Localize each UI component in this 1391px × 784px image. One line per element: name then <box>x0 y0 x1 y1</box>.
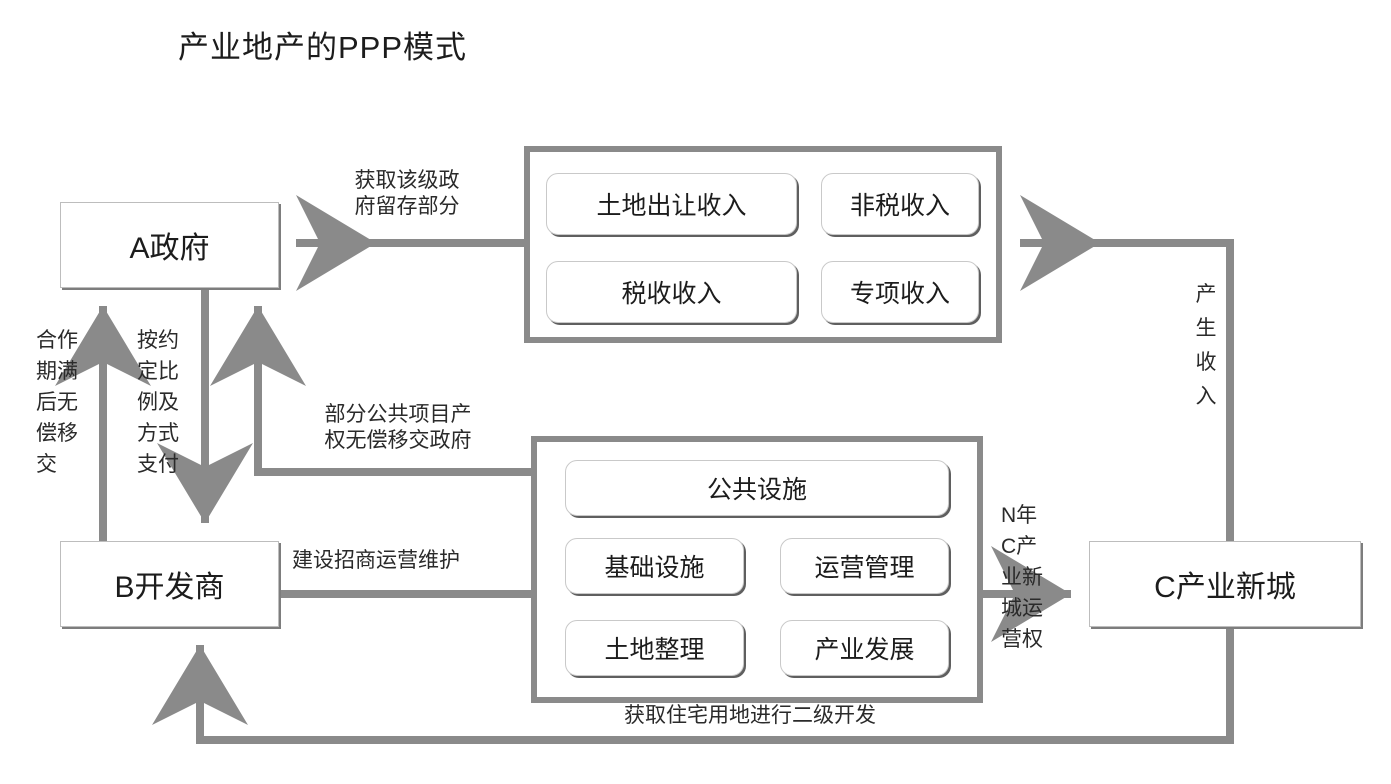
edge-label-n-year-operating-right: N年 C产 业新 城运 营权 <box>1001 504 1043 651</box>
node-new-city[interactable]: C产业新城 <box>1089 541 1361 627</box>
edge-label-free-handover-after-term: 合作 期满 后无 偿移 交 <box>36 329 78 476</box>
chip-special-income[interactable]: 专项收入 <box>821 261 979 323</box>
node-developer[interactable]: B开发商 <box>60 541 279 627</box>
edge-label-retained-share: 获取该级政 府留存部分 <box>354 169 460 218</box>
chip-operation-management[interactable]: 运营管理 <box>780 538 949 594</box>
edge-label-residential-secondary-development: 获取住宅用地进行二级开发 <box>624 704 876 727</box>
edge-newcity-to-developer-residential <box>152 628 1234 744</box>
edge-label-payment-by-agreed-ratio: 按约 定比 例及 方式 支付 <box>137 329 179 476</box>
edge-label-build-invest-operate-maintain: 建设招商运营维护 <box>292 549 460 572</box>
page-title: 产业地产的PPP模式 <box>178 30 468 65</box>
edge-newcity-to-revenue <box>1020 195 1234 628</box>
node-government[interactable]: A政府 <box>60 202 279 288</box>
chip-tax-income[interactable]: 税收收入 <box>546 261 797 323</box>
edge-label-transfer-public-assets: 部分公共项目产 权无偿移交政府 <box>324 403 472 452</box>
edge-label-generate-revenue: 产 生 收 入 <box>1195 283 1217 408</box>
chip-industry-development[interactable]: 产业发展 <box>780 620 949 676</box>
chip-public-facility[interactable]: 公共设施 <box>565 460 949 516</box>
chip-infrastructure[interactable]: 基础设施 <box>565 538 744 594</box>
chip-non-tax-income[interactable]: 非税收入 <box>821 173 979 235</box>
edge-scope-to-government-transfer <box>210 306 531 476</box>
chip-land-preparation[interactable]: 土地整理 <box>565 620 744 676</box>
chip-land-transfer-income[interactable]: 土地出让收入 <box>546 173 797 235</box>
